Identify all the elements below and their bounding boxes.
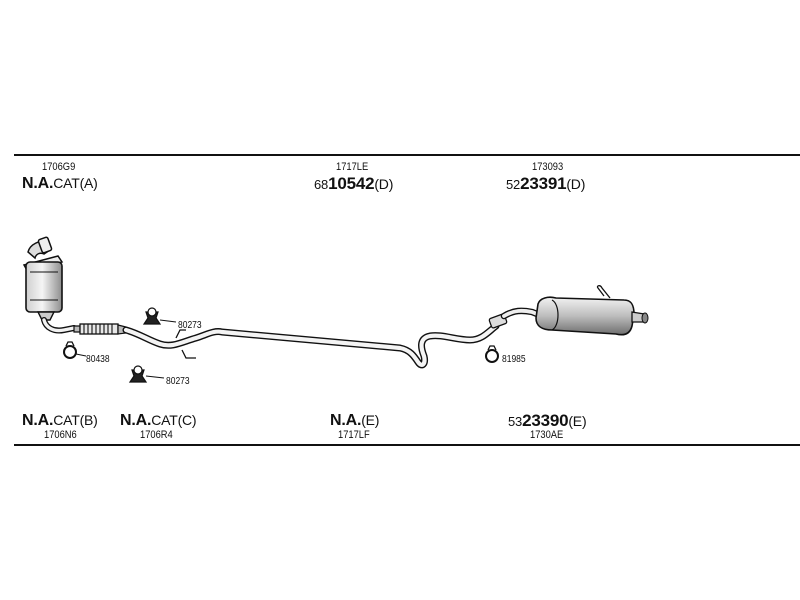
- part-code-hanger-upper: 80273: [178, 320, 202, 331]
- part-name-bold: N.A.: [22, 412, 54, 429]
- part-name-bold: N.A.: [330, 412, 362, 429]
- part-number-suffix: (E): [568, 413, 587, 429]
- part-number-prefix: 52: [506, 177, 521, 192]
- part-code-middle-pipe: 1717LE: [336, 161, 369, 173]
- part-code-front-pipe: 1717LF: [338, 429, 370, 441]
- part-number-rear-silencer: 5223391(D): [506, 175, 585, 192]
- bottom-divider: [14, 444, 800, 446]
- part-number-main: 23391: [520, 174, 567, 193]
- part-code-clamp-right: 81985: [502, 354, 526, 365]
- middle-pipe: [122, 322, 500, 369]
- part-name-front-pipe: N.A.(E): [330, 413, 379, 429]
- part-name-rest: CAT(B): [53, 412, 98, 428]
- part-number-prefix: 68: [314, 177, 329, 192]
- part-number-main: 23390: [522, 411, 569, 430]
- part-code-hanger-lower: 80273: [166, 376, 190, 387]
- part-code-cat-c: 1706R4: [140, 429, 173, 441]
- rubber-hanger-lower: [128, 365, 165, 383]
- part-name-cat-b: N.A.CAT(B): [22, 413, 98, 429]
- part-number-suffix: (D): [566, 176, 586, 192]
- part-name-bold: N.A.: [22, 175, 54, 192]
- part-number-middle-pipe: 6810542(D): [314, 175, 393, 192]
- part-name-cat-a: N.A.CAT(A): [22, 176, 98, 192]
- part-name-cat-c: N.A.CAT(C): [120, 412, 197, 429]
- flex-pipe: [73, 323, 127, 335]
- part-name-bold: N.A.: [120, 412, 152, 429]
- part-code-clamp-left: 80438: [86, 354, 110, 365]
- rear-silencer: [535, 285, 649, 336]
- clamp-left: [63, 341, 87, 359]
- part-number-main: 10542: [328, 174, 375, 193]
- part-number-rear-pipe: 5323390(E): [508, 411, 587, 430]
- part-code-cat-a: 1706G9: [42, 161, 76, 173]
- part-name-rest: CAT(A): [53, 175, 98, 191]
- part-code-cat-b: 1706N6: [44, 429, 77, 441]
- part-code-rear-silencer: 173093: [532, 161, 564, 173]
- part-name-rest: CAT(C): [151, 412, 197, 428]
- clamp-right: [485, 345, 499, 363]
- part-code-rear-pipe: 1730AE: [530, 429, 564, 441]
- rubber-hanger-upper: [142, 307, 177, 325]
- part-number-prefix: 53: [508, 414, 523, 429]
- part-name-rest: (E): [361, 412, 380, 428]
- catalytic-converter: [22, 236, 77, 334]
- part-number-suffix: (D): [374, 176, 394, 192]
- rear-pipe: [488, 307, 546, 329]
- top-divider: [14, 154, 800, 156]
